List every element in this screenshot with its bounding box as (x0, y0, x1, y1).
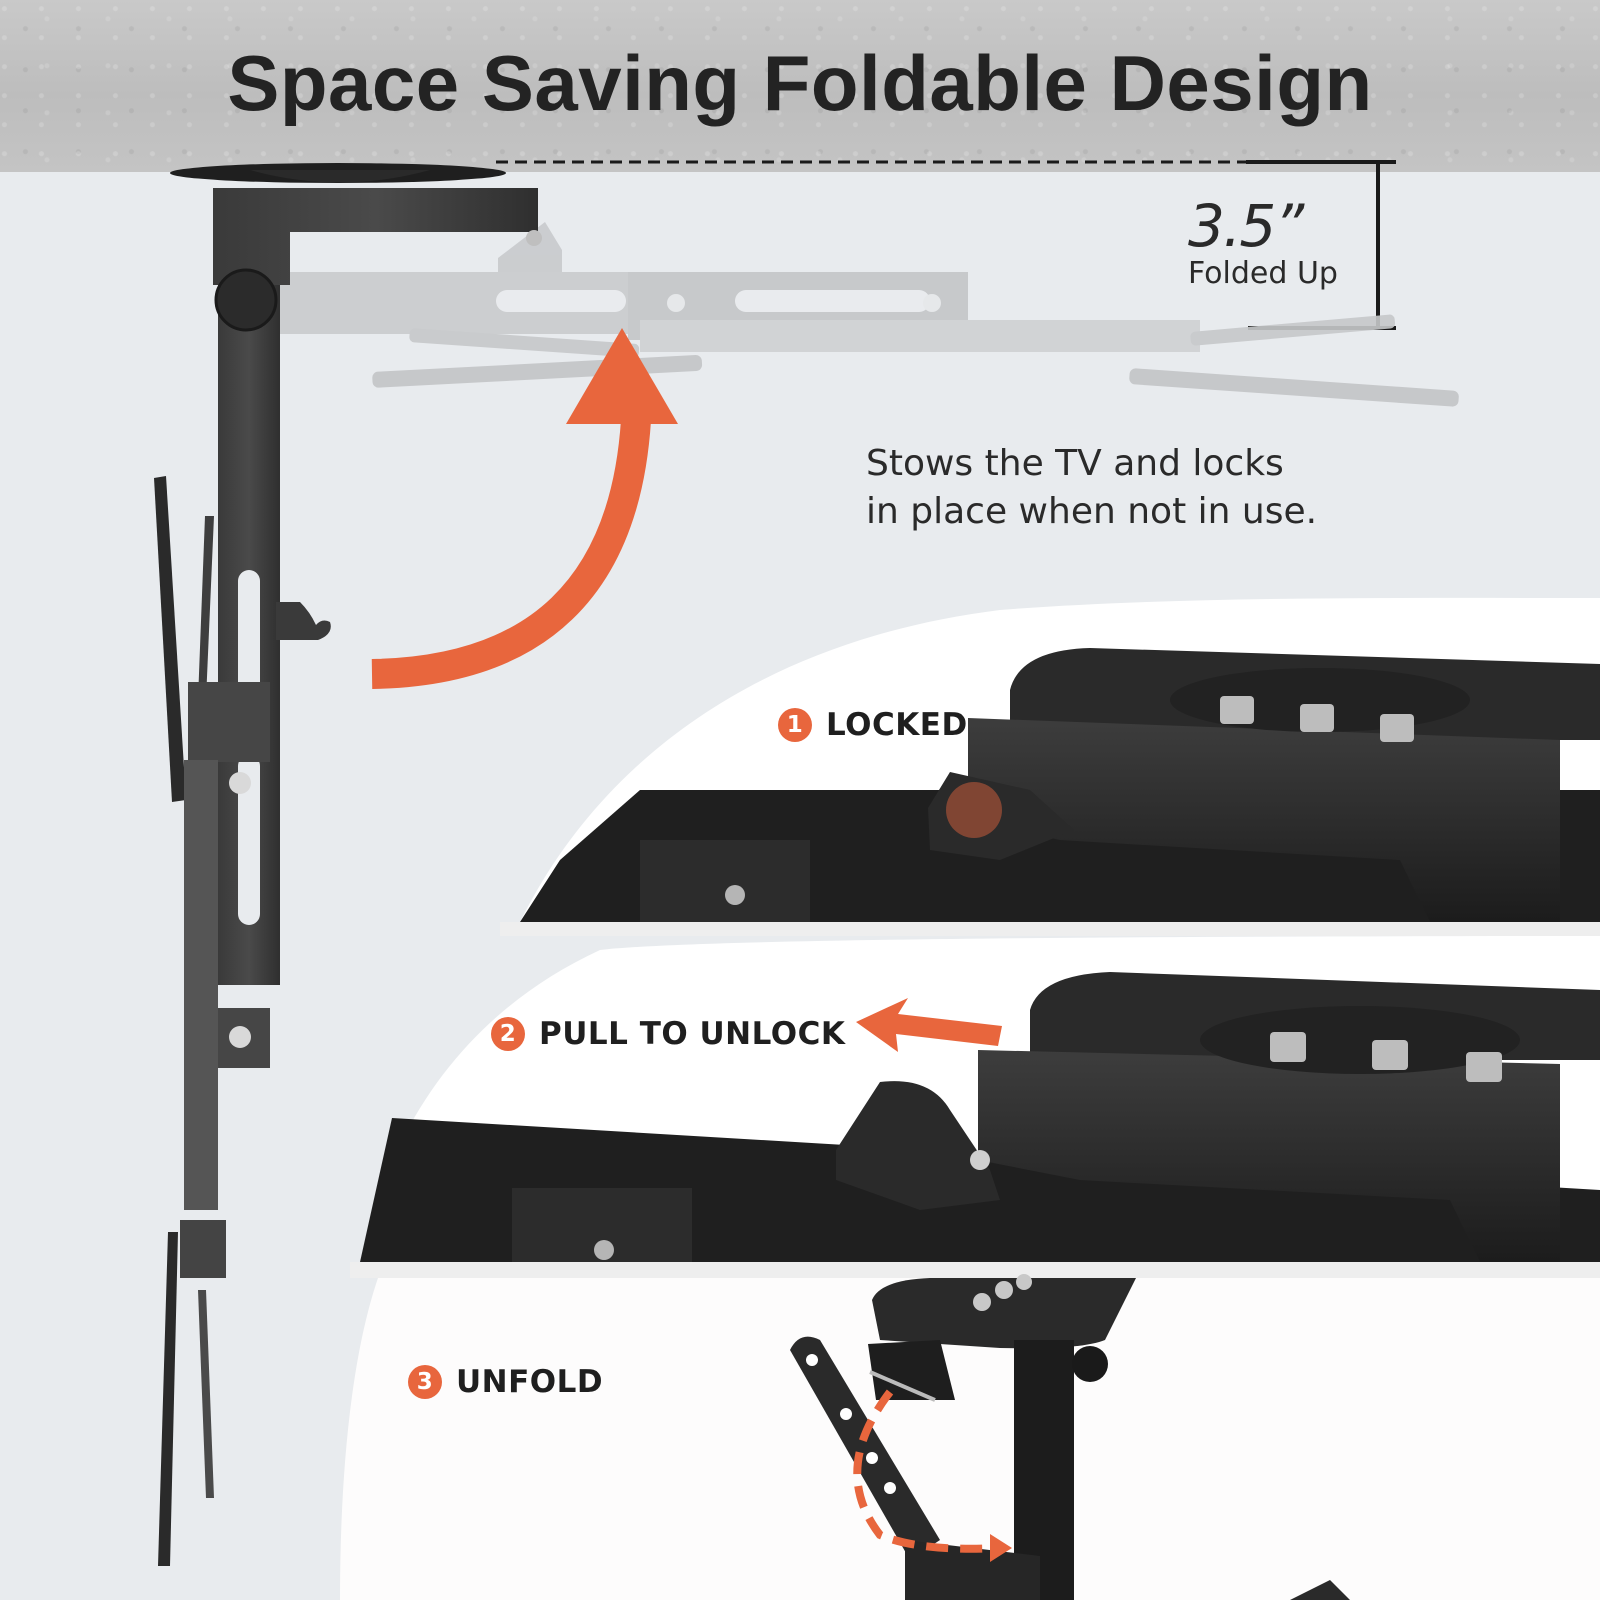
step-label: PULL TO UNLOCK (539, 1016, 846, 1052)
folded-height-value: 3.5” (1188, 192, 1304, 260)
step-pull-to-unlock: 2 PULL TO UNLOCK (491, 1016, 845, 1052)
ceiling-mount-side-view (154, 163, 542, 1566)
step-label: LOCKED (826, 707, 968, 743)
step-locked: 1 LOCKED (778, 707, 968, 743)
dashed-curved-arrow-icon (853, 1389, 1012, 1562)
caption-line-1: Stows the TV and locks (866, 443, 1284, 484)
page-title: Space Saving Foldable Design (227, 39, 1373, 127)
unfold-hardware-photo (790, 1274, 1350, 1600)
step-number-badge: 2 (491, 1017, 525, 1051)
step-number-badge: 1 (778, 708, 812, 742)
folded-height-label: Folded Up (1188, 256, 1338, 291)
ceiling-band (0, 0, 1600, 172)
caption-line-2: in place when not in use. (866, 491, 1318, 532)
step-unfold: 3 UNFOLD (408, 1364, 603, 1400)
left-arrow-icon (856, 998, 1002, 1052)
feature-caption: Stows the TV and locks in place when not… (866, 440, 1426, 536)
step-number-badge: 3 (408, 1365, 442, 1399)
step-label: UNFOLD (456, 1364, 604, 1400)
folded-plate-ghost (260, 222, 1459, 407)
curved-up-arrow-icon (371, 328, 678, 689)
locked-hardware-photo (520, 648, 1600, 922)
unlock-hardware-photo (360, 972, 1600, 1262)
panel-unfold (340, 1278, 1600, 1600)
